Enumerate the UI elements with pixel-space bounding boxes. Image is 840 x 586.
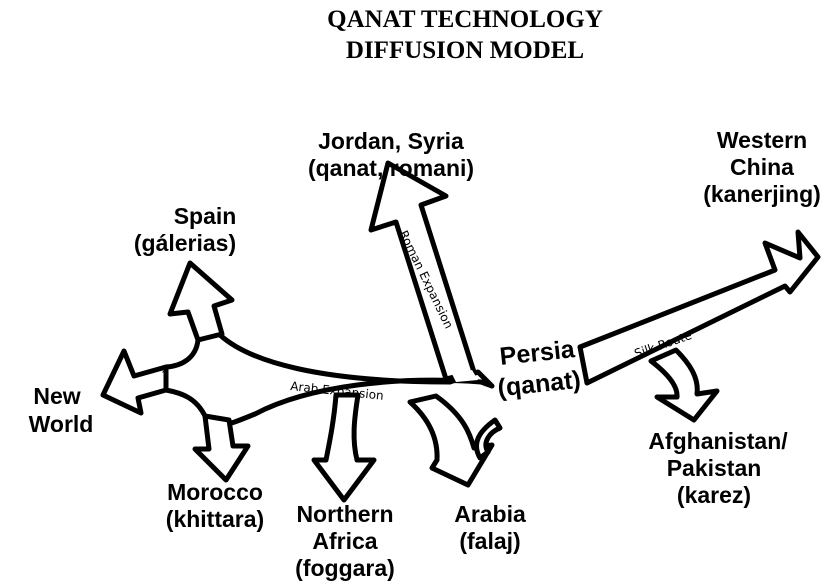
morocco-arrow <box>192 413 251 483</box>
afghanistan-pakistan-name-1: Afghanistan/ <box>648 428 788 454</box>
title-line-1: QANAT TECHNOLOGY <box>327 6 603 33</box>
node-labels: Jordan, Syria (qanat, romani) Western Ch… <box>29 127 821 581</box>
spain-term: (gálerias) <box>134 230 236 256</box>
persia-lower-stroke <box>474 417 503 461</box>
spain-label: Spain (gálerias) <box>134 203 236 256</box>
morocco-name: Morocco <box>167 479 263 505</box>
new-world-arrow <box>100 348 169 416</box>
afghanistan-pakistan-arrow <box>648 347 720 423</box>
northern-africa-name-2: Africa <box>312 528 377 554</box>
northern-africa-arrow <box>311 392 377 503</box>
afghanistan-pakistan-name-2: Pakistan <box>667 455 762 481</box>
roman-expansion-arrow <box>368 160 477 382</box>
new-world-label: New World <box>29 383 94 437</box>
afghanistan-pakistan-term: (karez) <box>677 482 751 508</box>
arabia-label: Arabia (falaj) <box>454 501 526 554</box>
northern-africa-term: (foggara) <box>295 555 395 581</box>
arabia-name: Arabia <box>454 501 526 527</box>
morocco-term: (khittara) <box>166 506 264 532</box>
jordan-syria-label: Jordan, Syria (qanat, romani) <box>308 128 474 181</box>
northern-africa-label: Northern Africa (foggara) <box>295 501 395 581</box>
western-china-label: Western China (kanerjing) <box>703 127 821 207</box>
morocco-label: Morocco (khittara) <box>166 479 264 532</box>
western-china-name-1: Western <box>717 127 807 153</box>
unknown-route-label: ? <box>161 368 171 383</box>
western-china-term: (kanerjing) <box>703 181 821 207</box>
new-world-name-1: New <box>33 383 80 409</box>
title-line-2: DIFFUSION MODEL <box>346 37 584 64</box>
jordan-syria-name: Jordan, Syria <box>318 128 464 154</box>
spain-arrow <box>167 260 235 343</box>
persia-label: Persia (qanat) <box>496 335 582 402</box>
persia-name: Persia <box>498 335 577 371</box>
diagram-title: QANAT TECHNOLOGY DIFFUSION MODEL <box>327 6 603 64</box>
arabia-arrow <box>407 393 495 488</box>
arabia-term: (falaj) <box>459 528 520 554</box>
persia-term: (qanat) <box>496 366 582 403</box>
new-world-name-2: World <box>29 411 94 437</box>
western-china-name-2: China <box>730 154 794 180</box>
jordan-syria-term: (qanat, romani) <box>308 155 474 181</box>
spain-name: Spain <box>174 203 237 229</box>
junction-cover <box>452 370 478 382</box>
silk-route-arrow <box>577 229 821 386</box>
northern-africa-name-1: Northern <box>296 501 393 527</box>
arrow-network <box>100 160 821 503</box>
afghanistan-pakistan-label: Afghanistan/ Pakistan (karez) <box>648 428 788 508</box>
